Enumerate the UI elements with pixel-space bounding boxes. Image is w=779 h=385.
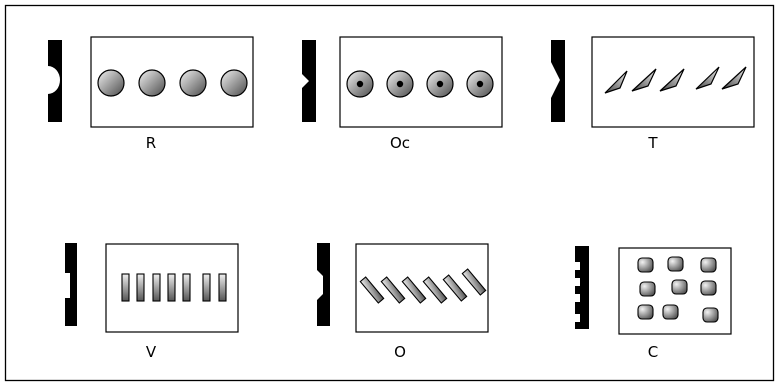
sample-frame-oblique [355,243,489,333]
profile-bar-oblique [317,243,330,326]
panel-round: R [48,36,254,152]
triangle-shapes [604,66,747,94]
circle-shapes [97,69,248,97]
profile-bar-triangular [551,40,565,122]
label-oblique: O [394,343,406,361]
profile-bar-occluded [302,40,316,122]
profile-bar-cubic [575,246,589,329]
vertical-bar-shapes [121,273,227,302]
panel-triangular: T [551,36,755,152]
oblique-bar-shapes [359,268,487,304]
label-occluded: Oc [390,134,410,152]
panel-oblique: O [317,243,489,361]
label-vertical: V [146,343,157,361]
profile-bar-round [48,40,62,122]
panel-vertical: V [65,243,239,361]
profile-bar-vertical [65,243,77,326]
label-triangular: T [647,134,658,152]
label-cubic: C [648,343,658,361]
panel-cubic: C [575,246,732,361]
dotted-circle-shapes [346,70,494,98]
rounded-square-shapes [637,256,719,323]
label-round: R [146,134,156,152]
panel-occluded: Oc [302,36,503,152]
